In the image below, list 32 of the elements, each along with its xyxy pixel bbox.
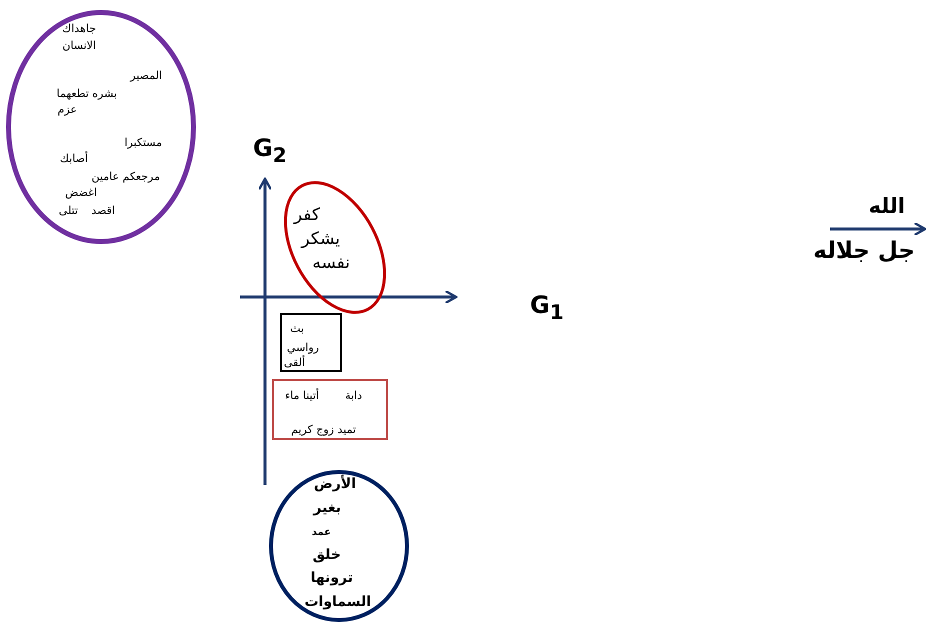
word-label: بشره تطعهما <box>56 88 117 99</box>
word-label: بغير <box>313 501 341 515</box>
word-label: مستكبرا <box>124 137 162 148</box>
word-box <box>280 313 342 372</box>
word-label: الانسان <box>62 40 96 51</box>
word-label: رواسي <box>286 342 319 353</box>
word-label: مرجعكم عامين <box>92 171 160 182</box>
word-label: نفسه <box>312 255 350 272</box>
word-label: تميد زوج كريم <box>291 424 356 435</box>
word-label: دابة <box>345 390 362 401</box>
word-label: اغضض <box>65 187 97 198</box>
arrow-label: الله <box>868 196 905 217</box>
word-label: خلق <box>312 548 341 562</box>
word-label: السماوات <box>304 595 371 609</box>
word-label: ألقى <box>284 357 305 368</box>
arrow-label: جل جلاله <box>813 240 915 263</box>
word-label: كفر <box>294 207 320 224</box>
word-label: الأرض <box>314 477 356 491</box>
word-label: عزم <box>58 104 77 115</box>
word-label: أصابك <box>60 153 88 164</box>
axis-label: G$_{1}$ <box>530 293 564 322</box>
word-label: يشكر <box>301 231 340 248</box>
word-label: بث <box>290 323 304 334</box>
word-label: جاهداك <box>62 23 96 34</box>
word-label: اقصد <box>91 205 115 216</box>
word-label: أتينا ماء <box>284 390 319 401</box>
word-label: المصير <box>130 70 162 81</box>
word-label: تتلى <box>58 205 78 216</box>
axis-label: G$_{2}$ <box>253 136 287 165</box>
word-label: عمد <box>312 528 331 538</box>
word-label: ترونها <box>310 571 353 585</box>
word-box <box>272 379 388 440</box>
